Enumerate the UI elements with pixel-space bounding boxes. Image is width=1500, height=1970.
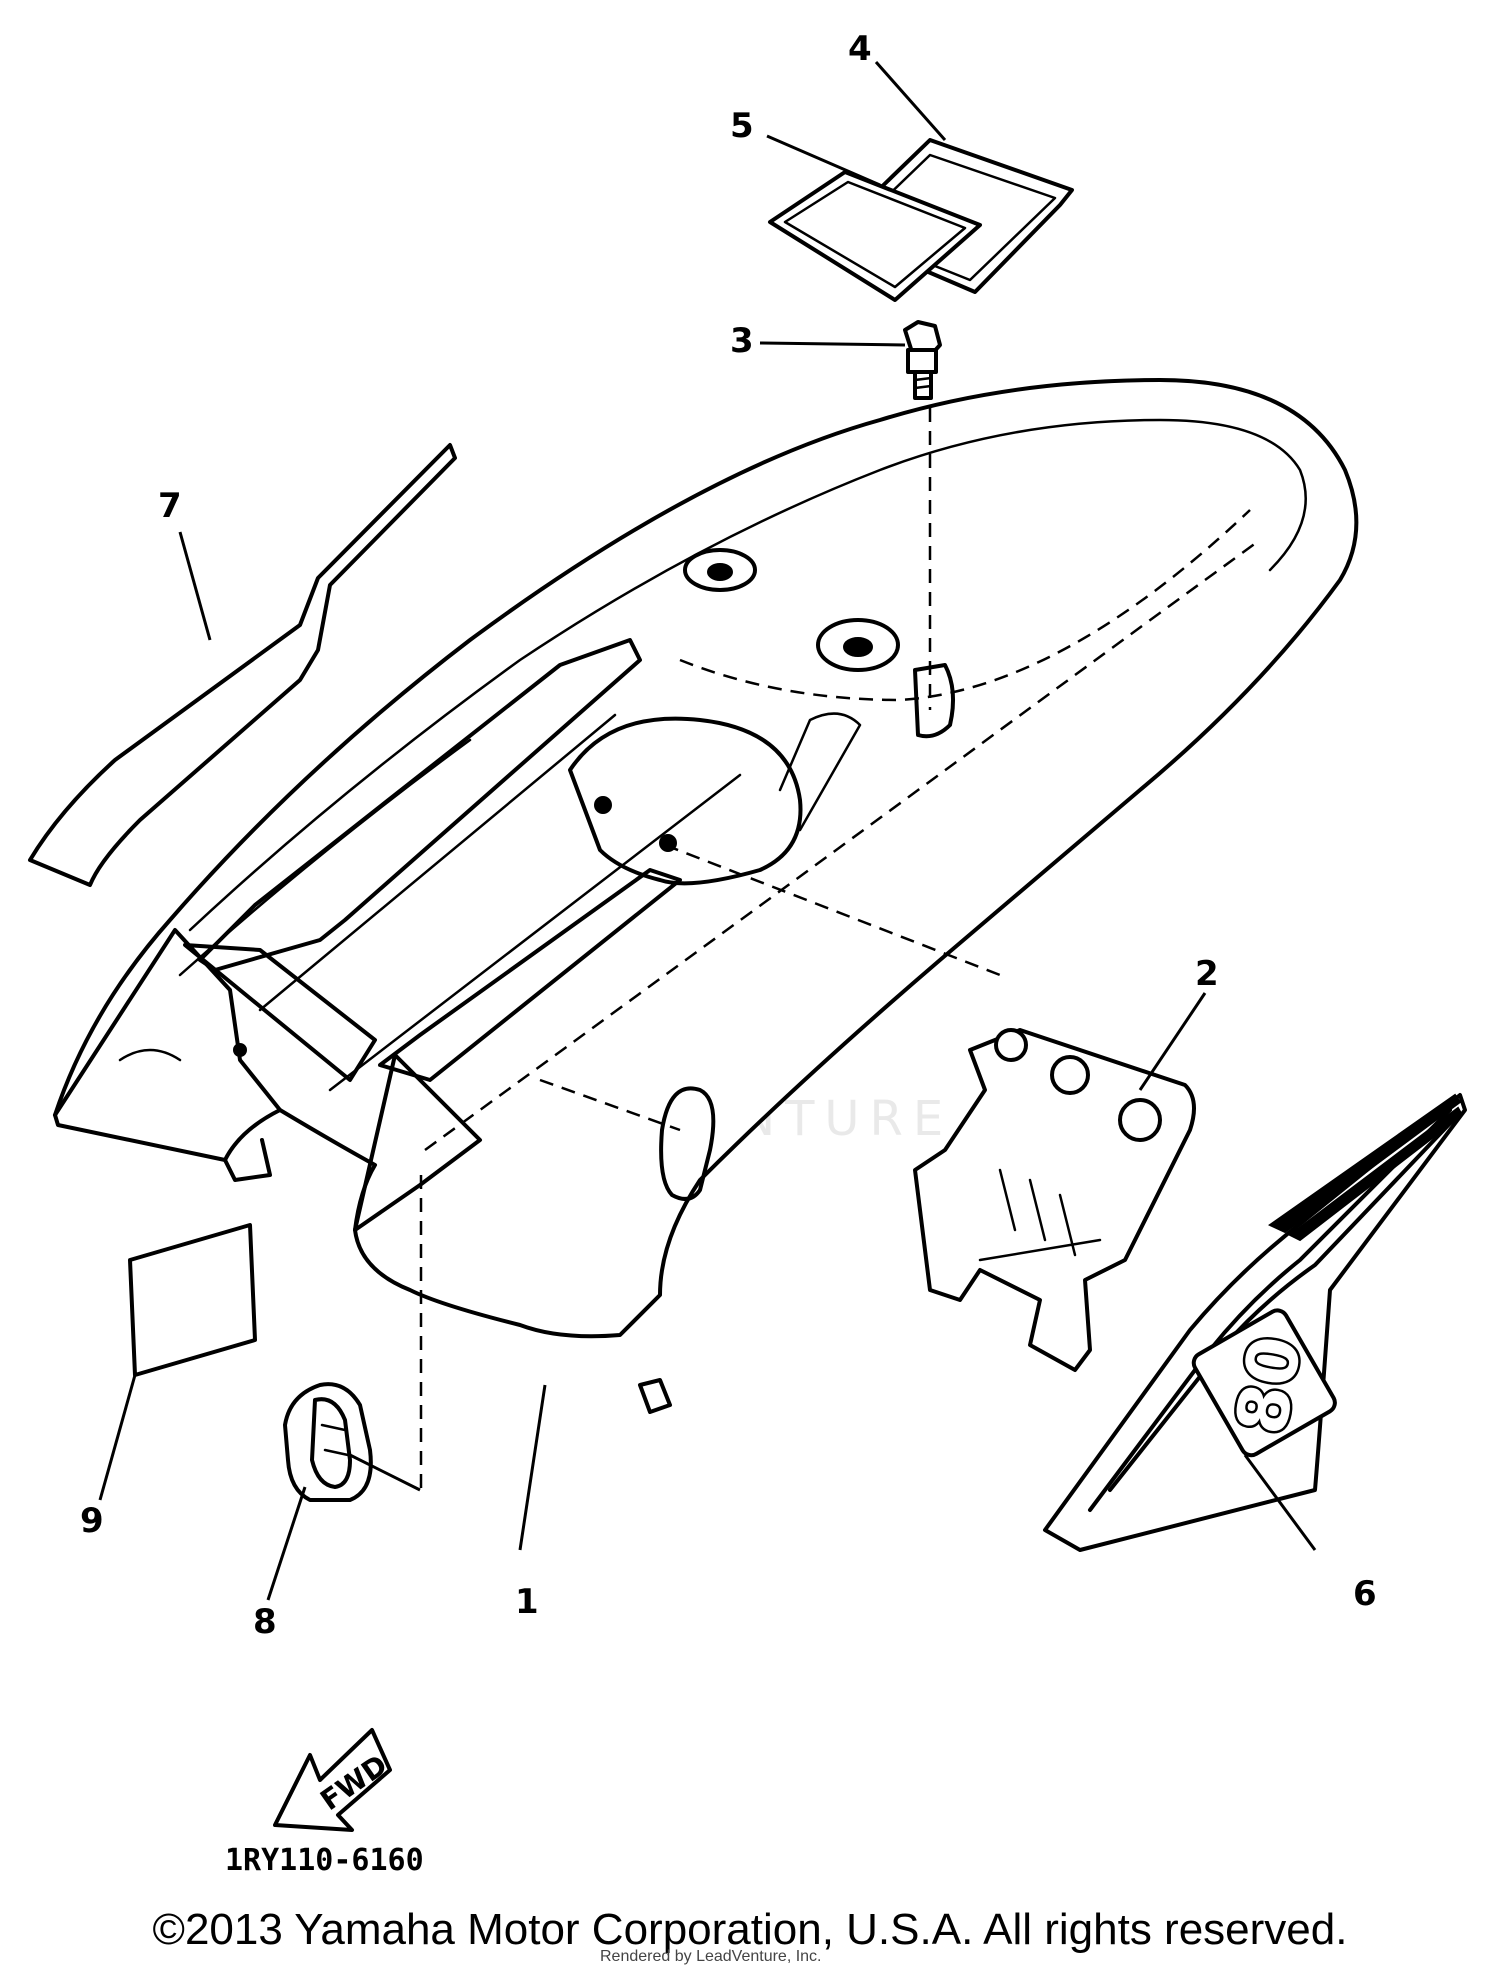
callout-1: 1 — [515, 1582, 539, 1622]
callout-4: 4 — [848, 29, 872, 69]
callout-leaders — [98, 61, 1317, 1601]
side-cover-part-6: 80 — [1043, 1093, 1467, 1552]
callout-3: 3 — [730, 321, 754, 361]
rear-fender-part-1 — [53, 378, 1359, 1414]
grommet-pads-part-4-5 — [768, 138, 1074, 302]
decal-part-7 — [28, 443, 457, 887]
callout-6: 6 — [1353, 1574, 1377, 1614]
callout-7: 7 — [158, 486, 182, 526]
rendered-by-credit: Rendered by LeadVenture, Inc. — [600, 1948, 822, 1965]
callout-2: 2 — [1195, 954, 1219, 994]
copyright-notice: ©2013 Yamaha Motor Corporation, U.S.A. A… — [152, 1905, 1348, 1954]
emblem-80-text: 80 — [1220, 1330, 1318, 1440]
grommet-part-8 — [283, 1382, 373, 1502]
callout-numbers: 4 5 3 7 2 9 8 1 6 — [80, 29, 1377, 1642]
bracket-part-2 — [913, 1028, 1196, 1372]
grommet-part-8-connector — [349, 1453, 421, 1492]
forward-direction-arrow: FWD — [273, 1728, 393, 1832]
callout-5: 5 — [730, 106, 754, 146]
callout-8: 8 — [253, 1602, 277, 1642]
callout-9: 9 — [80, 1501, 104, 1541]
drawing-code: 1RY110-6160 — [225, 1843, 424, 1878]
bolt-part-3 — [903, 320, 942, 400]
label-part-9 — [128, 1223, 257, 1377]
